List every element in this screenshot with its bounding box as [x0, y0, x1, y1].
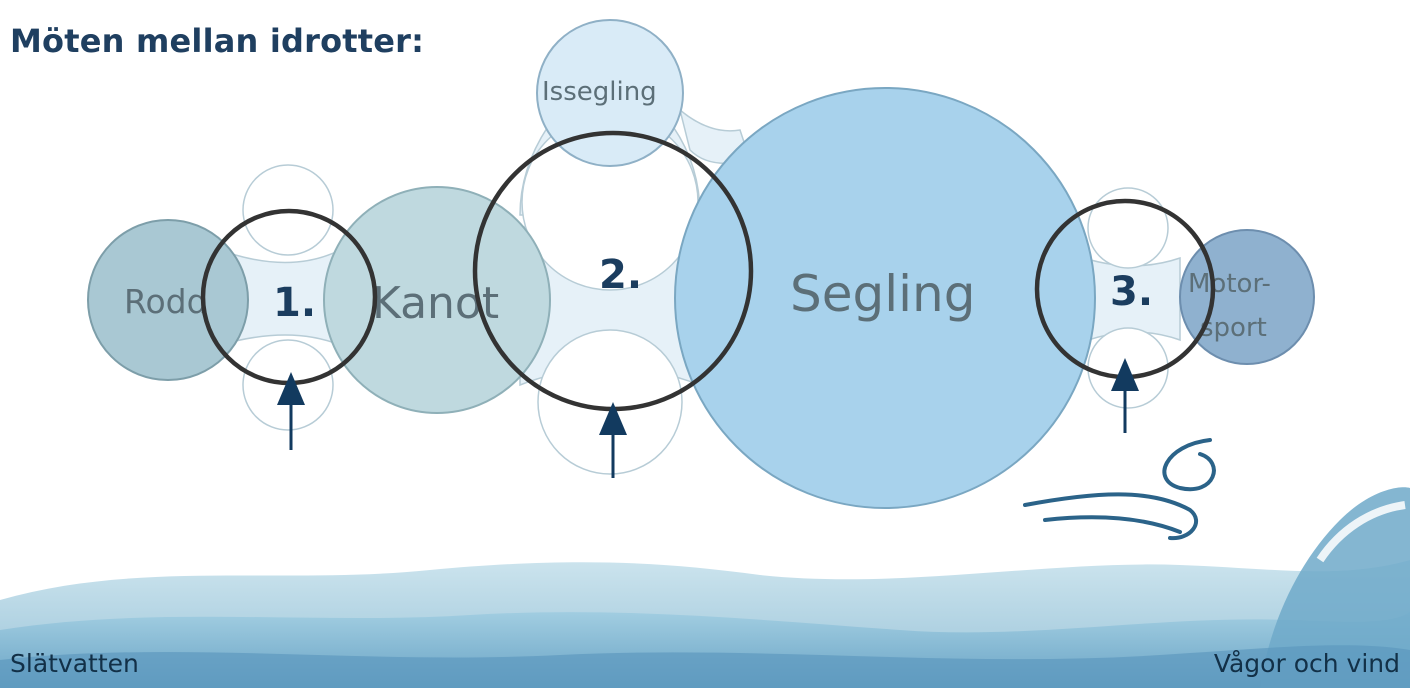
label-issegling: Issegling — [542, 77, 657, 107]
bubble-kanot — [323, 186, 551, 414]
meeting-label-1: 1. — [273, 280, 316, 326]
wave-background — [0, 487, 1410, 688]
meeting-label-2: 2. — [599, 252, 642, 298]
page-title: Möten mellan idrotter: — [10, 22, 425, 60]
label-rodd: Rodd — [124, 282, 208, 321]
sport-labels: Rodd Kanot Issegling Segling Motor- spor… — [124, 77, 1271, 343]
meeting-label-3: 3. — [1110, 269, 1153, 315]
sport-bubbles — [87, 19, 1315, 509]
label-segling: Segling — [790, 265, 975, 323]
wave-foam — [1316, 501, 1406, 563]
wind-icon — [1023, 438, 1216, 541]
meeting-labels: 1. 2. 3. — [273, 252, 1153, 326]
gap-circle-top-3 — [1087, 187, 1169, 269]
bubble-motorsport — [1179, 229, 1315, 365]
scale-label-right: Vågor och vind — [1213, 649, 1400, 678]
gap-circle-lower-middle — [537, 329, 683, 475]
bubble-rodd — [87, 219, 249, 381]
arrow-3 — [1111, 358, 1139, 433]
wave-crest — [1260, 487, 1410, 688]
label-motorsport-line2: sport — [1200, 313, 1267, 343]
label-motorsport-line1: Motor- — [1188, 269, 1271, 299]
bubble-segling — [674, 87, 1096, 509]
arrow-2 — [599, 402, 627, 478]
arrow-1 — [277, 372, 305, 450]
arrows — [277, 358, 1139, 478]
scale-label-left: Slätvatten — [10, 649, 139, 678]
wave-front — [0, 645, 1410, 688]
bubble-issegling — [536, 19, 684, 167]
